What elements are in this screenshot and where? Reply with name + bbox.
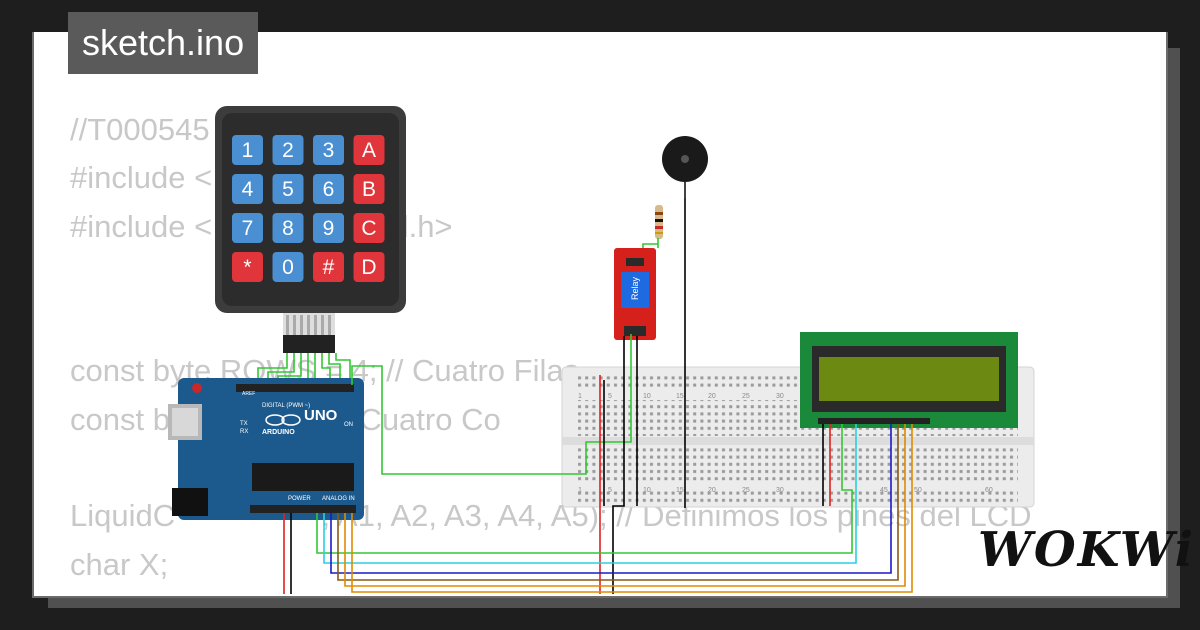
- keypad-key-label: 3: [323, 139, 335, 162]
- code-line: char X;: [70, 546, 169, 582]
- keypad-key-label: #: [323, 256, 335, 279]
- column-number: 20: [708, 487, 716, 494]
- buzzer[interactable]: [662, 136, 708, 198]
- lcd-display[interactable]: [800, 332, 1018, 428]
- arduino-brand-label: ARDUINO: [262, 429, 295, 436]
- keypad-key-9[interactable]: 9: [313, 213, 344, 243]
- keypad-key-label: 4: [242, 178, 254, 201]
- keypad-key-0[interactable]: 0: [272, 252, 304, 282]
- relay-label: Relay: [630, 276, 640, 300]
- frame-shadow-bottom: [48, 598, 1180, 608]
- resistor: [655, 205, 663, 239]
- column-number: 10: [643, 487, 651, 494]
- breadboard-column-numbers: 1 5 10 15 20 25 30 1 5 10 15 20 25 30 45…: [578, 393, 993, 494]
- arduino-uno-board[interactable]: DIGITAL (PWM ~) UNO ARDUINO TX RX ON ARE…: [168, 378, 364, 520]
- keypad-key-*[interactable]: *: [232, 252, 263, 282]
- keypad-key-C[interactable]: C: [353, 213, 385, 243]
- aref-label: AREF: [242, 391, 255, 397]
- keypad-key-label: C: [361, 217, 376, 240]
- code-line: #include <: [70, 160, 213, 196]
- keypad-key-#[interactable]: #: [313, 252, 344, 282]
- keypad-key-label: *: [243, 256, 251, 279]
- column-number: 30: [776, 393, 784, 400]
- keypad-key-label: 0: [282, 256, 294, 279]
- circuit-wires: [283, 198, 913, 594]
- column-number: 60: [985, 487, 993, 494]
- arduino-model-label: UNO: [304, 407, 338, 424]
- on-label: ON: [344, 422, 353, 428]
- code-line: #include < al.h>: [70, 208, 453, 244]
- digital-header-label: DIGITAL (PWM ~): [262, 403, 310, 409]
- keypad-key-4[interactable]: 4: [232, 174, 263, 204]
- reset-button[interactable]: [192, 383, 202, 393]
- power-header-label: POWER: [288, 496, 311, 502]
- keypad-key-label: 1: [242, 139, 254, 162]
- keypad-key-label: 8: [282, 217, 294, 240]
- file-name-tab[interactable]: sketch.ino: [68, 12, 259, 74]
- keypad[interactable]: 1 2 3 A 4 5 6 B 7 8 9 C * 0 # D: [215, 106, 406, 353]
- keypad-key-label: 9: [323, 217, 335, 240]
- tx-label: TX: [240, 421, 248, 427]
- column-number: 30: [776, 487, 784, 494]
- column-number: 20: [708, 393, 716, 400]
- code-line: //T000545: [70, 112, 210, 147]
- frame-shadow-right: [1168, 48, 1180, 608]
- column-number: 1: [578, 393, 582, 400]
- column-number: 5: [608, 487, 612, 494]
- column-number: 1: [578, 487, 582, 494]
- relay-module[interactable]: Relay: [614, 248, 656, 340]
- rx-label: RX: [240, 429, 248, 435]
- keypad-key-5[interactable]: 5: [272, 174, 304, 204]
- keypad-key-7[interactable]: 7: [232, 213, 263, 243]
- keypad-key-A[interactable]: A: [353, 135, 385, 165]
- column-number: 25: [742, 393, 750, 400]
- keypad-key-label: 5: [282, 178, 294, 201]
- arduino-logo-icon: [265, 414, 285, 426]
- column-number: 50: [914, 487, 922, 494]
- wokwi-logo: WOKWi: [978, 522, 1196, 578]
- keypad-key-label: 2: [282, 139, 294, 162]
- keypad-key-8[interactable]: 8: [272, 213, 304, 243]
- keypad-key-3[interactable]: 3: [313, 135, 344, 165]
- column-number: 10: [643, 393, 651, 400]
- column-number: 5: [608, 393, 612, 400]
- column-number: 15: [676, 393, 684, 400]
- keypad-key-2[interactable]: 2: [272, 135, 304, 165]
- keypad-key-label: 6: [323, 178, 335, 201]
- code-line: char D[6]: [70, 589, 1031, 596]
- keypad-key-6[interactable]: 6: [313, 174, 344, 204]
- keypad-key-D[interactable]: D: [353, 252, 385, 282]
- keypad-key-B[interactable]: B: [353, 174, 385, 204]
- column-number: 15: [676, 487, 684, 494]
- column-number: 25: [742, 487, 750, 494]
- keypad-key-1[interactable]: 1: [232, 135, 263, 165]
- keypad-key-label: D: [361, 256, 376, 279]
- analog-header-label: ANALOG IN: [322, 496, 355, 502]
- keypad-key-label: 7: [242, 217, 254, 240]
- keypad-key-label: B: [362, 178, 376, 201]
- arduino-logo-icon: [281, 414, 301, 426]
- keypad-key-label: A: [362, 139, 376, 162]
- column-number: 45: [880, 487, 888, 494]
